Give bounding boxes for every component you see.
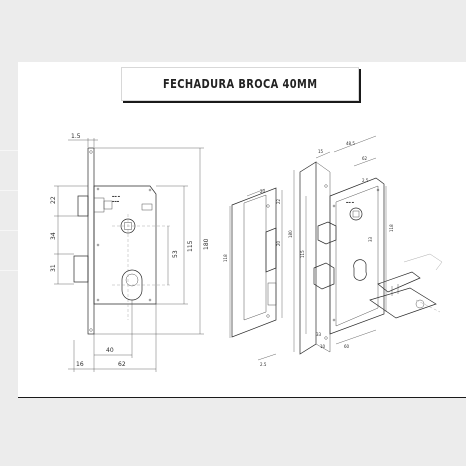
faceplate: [87, 147, 95, 335]
rivet-icon: [96, 298, 100, 302]
screw-icon: [266, 314, 270, 318]
screw-icon: [89, 150, 93, 154]
dead-bolt: [73, 255, 89, 283]
latch-spring: [103, 200, 113, 210]
brand-mark: ▬▬ ▬: [346, 201, 355, 204]
iso-spindle-follower: [349, 207, 363, 221]
cylinder-body: [377, 271, 421, 293]
iso-dim-case-height: 115: [300, 250, 305, 258]
dim-top-to-latch: 22: [50, 196, 57, 204]
rivet-icon: [96, 187, 100, 191]
brand-mark: ▬▬ ▬: [112, 195, 121, 198]
screw-icon: [89, 328, 93, 332]
dim-spindle-to-cylinder: 31: [50, 264, 57, 272]
cylinder-guide: [403, 253, 443, 271]
iso-dim-strike-top: 22: [276, 198, 281, 204]
center-line: [415, 299, 441, 313]
rivet-icon: [148, 298, 152, 302]
screw-icon: [266, 204, 270, 208]
iso-dim-backset: 62: [362, 156, 368, 161]
dim-faceplate-thickness: 1.5: [71, 133, 81, 140]
dim-backset: 40: [106, 347, 114, 354]
iso-faceplate-side: [315, 161, 331, 353]
dim-case-depth: 62: [118, 361, 126, 368]
iso-dim-face-width: 15: [318, 149, 324, 154]
iso-dim-strike-width: 20: [260, 189, 266, 194]
dim-latch-to-spindle: 34: [50, 232, 57, 240]
rivet-icon: [96, 243, 100, 247]
dim-line: [257, 353, 277, 361]
iso-lock-case: [329, 177, 385, 335]
iso-dim-top-small: 2.5: [362, 178, 369, 183]
iso-latch-bolt: [317, 221, 337, 245]
iso-cylinder-hole: [353, 259, 367, 281]
dim-line: [335, 329, 377, 345]
brand-mark: ▬▬▬: [112, 200, 120, 203]
dim-spindle-to-cylinder-center: 53: [172, 250, 179, 258]
page-title: FECHADURA BROCA 40MM: [162, 77, 318, 91]
isometric-view: ▬▬ ▬ 118 20 22 20 180 115 2.5 15 48.5 62: [223, 135, 443, 367]
rivet-icon: [332, 318, 336, 322]
screw-icon: [324, 184, 328, 188]
iso-dim-faceplate-height: 180: [288, 230, 293, 238]
iso-dim-spindle-cyl: 33: [368, 236, 373, 242]
iso-dim-case-depth: 48.5: [346, 141, 355, 146]
rivet-icon: [148, 188, 152, 192]
strike-plate: [231, 187, 277, 338]
iso-case-inner: [335, 185, 379, 327]
screw-icon: [324, 336, 328, 340]
dim-faceplate-height: 180: [203, 238, 210, 250]
dim-case-height: 115: [187, 240, 194, 252]
iso-dim-strike-thickness: 2.5: [260, 362, 267, 367]
dim-line: [315, 151, 331, 159]
latch-tail: [141, 203, 153, 211]
cylinder-plug: [415, 299, 425, 309]
iso-dim-bottom-gap: 33: [316, 332, 322, 337]
cylinder-hole: [121, 269, 143, 301]
iso-spindle-square: [352, 210, 360, 218]
iso-dim-strike-height: 118: [223, 254, 228, 262]
front-view: ▬▬ ▬ ▬▬▬ 1.5 22 34 31 5: [50, 133, 210, 372]
strike-bolt-slot: [267, 282, 277, 306]
sheet-bottom-edge: [18, 397, 466, 398]
iso-dim-bottom-small: 10: [320, 344, 326, 349]
rivet-icon: [376, 188, 380, 192]
drawing-sheet: [18, 62, 466, 398]
latch-bolt: [77, 195, 89, 217]
dim-line: [333, 135, 377, 153]
cylinder-ring: [125, 273, 139, 287]
latch-mechanism: [93, 197, 105, 213]
strike-plate-inner: [243, 194, 267, 321]
iso-dim-right-height: 118: [389, 224, 394, 232]
dim-faceplate-width: 16: [76, 361, 84, 368]
iso-dead-bolt: [313, 262, 335, 290]
cylinder-housing: [369, 287, 437, 319]
iso-dim-strike-gap: 20: [276, 240, 281, 246]
rivet-icon: [332, 204, 336, 208]
dim-line: [246, 188, 266, 197]
title-card: FECHADURA BROCA 40MM: [121, 67, 359, 101]
strike-latch-slot: [265, 227, 277, 273]
dim-line: [353, 157, 377, 167]
iso-dim-bottom-width: 60: [344, 344, 350, 349]
lock-case: [93, 185, 157, 305]
